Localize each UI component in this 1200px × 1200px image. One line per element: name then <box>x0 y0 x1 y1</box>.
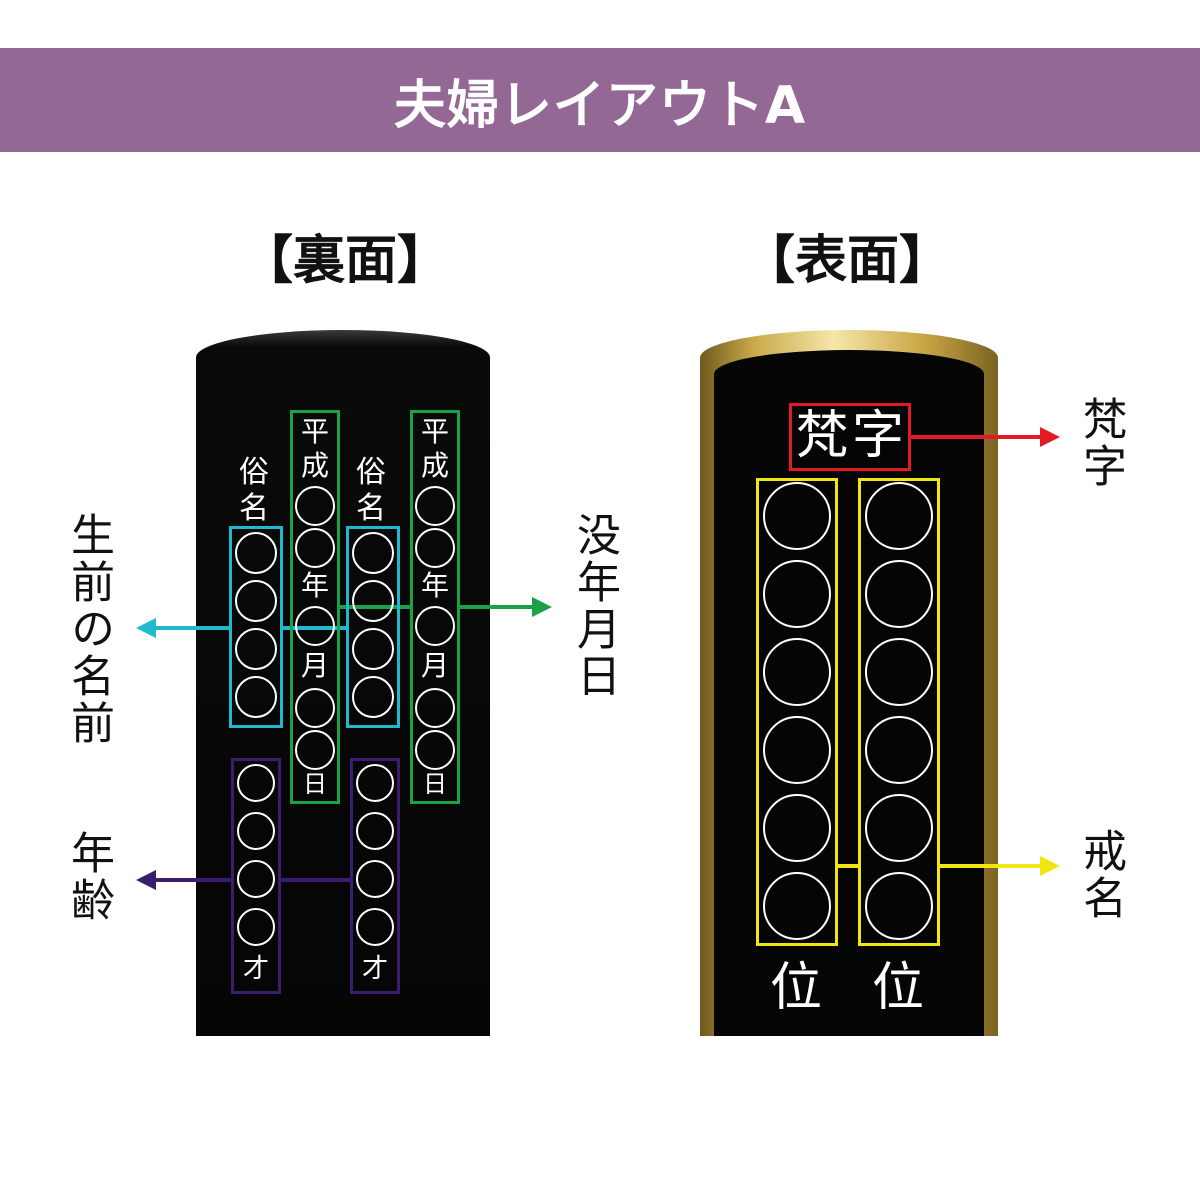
age-box-1 <box>231 758 281 994</box>
heisei-char: 平 <box>421 415 450 448</box>
year-char: 年 <box>421 569 450 602</box>
month-char: 月 <box>301 649 330 682</box>
age-box-2 <box>350 758 400 994</box>
kaimyo-char-circle <box>865 872 933 940</box>
kaimyo-char-circle <box>865 638 933 706</box>
year-digit-circle <box>415 528 455 568</box>
kaimyo-arrow-line <box>938 864 1042 868</box>
age-digit-circle <box>237 860 275 898</box>
name-char-circle <box>352 628 394 670</box>
bonji-char: 字 <box>852 406 905 466</box>
day-digit-circle <box>295 688 335 728</box>
month-char: 月 <box>421 649 450 682</box>
sai-char: 才 <box>243 954 270 984</box>
zokumyo-char: 俗 <box>356 455 386 490</box>
bonji-char: 梵 <box>796 406 849 466</box>
death-date-arrow-line <box>458 605 535 609</box>
age-arrowhead <box>136 870 156 890</box>
label-death-date: 没年月日 <box>569 512 620 700</box>
kaimyo-char-circle <box>763 716 831 784</box>
death-date-box-1 <box>290 410 340 804</box>
day-digit-circle <box>415 688 455 728</box>
day-digit-circle <box>415 730 455 770</box>
kaimyo-box-1 <box>756 478 838 946</box>
day-digit-circle <box>295 730 335 770</box>
living-name-box-2 <box>346 526 400 728</box>
i-char: 位 <box>872 958 925 1018</box>
day-char: 日 <box>303 770 327 798</box>
kaimyo-box-2 <box>858 478 940 946</box>
kaimyo-connector <box>838 864 860 868</box>
death-date-arrowhead <box>532 597 552 617</box>
i-char: 位 <box>770 958 823 1018</box>
year-char: 年 <box>301 569 330 602</box>
living-name-box-1 <box>229 526 283 728</box>
name-char-circle <box>235 676 277 718</box>
age-connector <box>280 878 352 882</box>
year-digit-circle <box>415 486 455 526</box>
kaimyo-char-circle <box>865 560 933 628</box>
bonji-box <box>789 403 911 471</box>
death-date-box-2 <box>410 410 460 804</box>
age-digit-circle <box>356 812 394 850</box>
age-digit-circle <box>356 908 394 946</box>
front-heading: 【表面】 <box>742 231 951 291</box>
name-char-circle <box>235 628 277 670</box>
zokumyo-char: 名 <box>239 491 269 526</box>
name-char-circle <box>352 676 394 718</box>
bonji-arrowhead <box>1040 427 1060 447</box>
day-char: 日 <box>423 770 447 798</box>
kaimyo-char-circle <box>763 638 831 706</box>
zokumyo-char: 俗 <box>239 455 269 490</box>
heisei-char: 成 <box>421 449 450 482</box>
title-banner: 夫婦レイアウトA <box>0 48 1200 152</box>
kaimyo-char-circle <box>763 872 831 940</box>
age-digit-circle <box>237 764 275 802</box>
heisei-char: 平 <box>301 415 330 448</box>
year-digit-circle <box>295 486 335 526</box>
age-digit-circle <box>237 812 275 850</box>
living-name-arrowhead <box>136 618 156 638</box>
month-digit-circle <box>415 606 455 646</box>
kaimyo-char-circle <box>865 716 933 784</box>
year-digit-circle <box>295 528 335 568</box>
kaimyo-char-circle <box>865 482 933 550</box>
heisei-char: 成 <box>301 449 330 482</box>
age-arrow-line <box>150 878 232 882</box>
zokumyo-char: 名 <box>356 491 386 526</box>
kaimyo-char-circle <box>763 794 831 862</box>
name-char-circle <box>235 580 277 622</box>
age-digit-circle <box>356 860 394 898</box>
name-char-circle <box>235 532 277 574</box>
kaimyo-char-circle <box>763 560 831 628</box>
name-char-circle <box>352 580 394 622</box>
age-digit-circle <box>237 908 275 946</box>
back-heading: 【裏面】 <box>240 231 449 291</box>
kaimyo-char-circle <box>763 482 831 550</box>
label-bonji: 梵字 <box>1075 396 1126 490</box>
kaimyo-char-circle <box>865 794 933 862</box>
sai-char: 才 <box>362 954 389 984</box>
name-char-circle <box>352 532 394 574</box>
month-digit-circle <box>295 606 335 646</box>
page-title: 夫婦レイアウトA <box>393 75 807 136</box>
age-digit-circle <box>356 764 394 802</box>
label-kaimyo: 戒名 <box>1075 828 1126 922</box>
label-living-name: 生前の名前 <box>63 512 114 747</box>
living-name-arrow-line <box>150 626 230 630</box>
label-age: 年齢 <box>63 830 114 924</box>
bonji-arrow-line <box>910 435 1042 439</box>
kaimyo-arrowhead <box>1040 856 1060 876</box>
